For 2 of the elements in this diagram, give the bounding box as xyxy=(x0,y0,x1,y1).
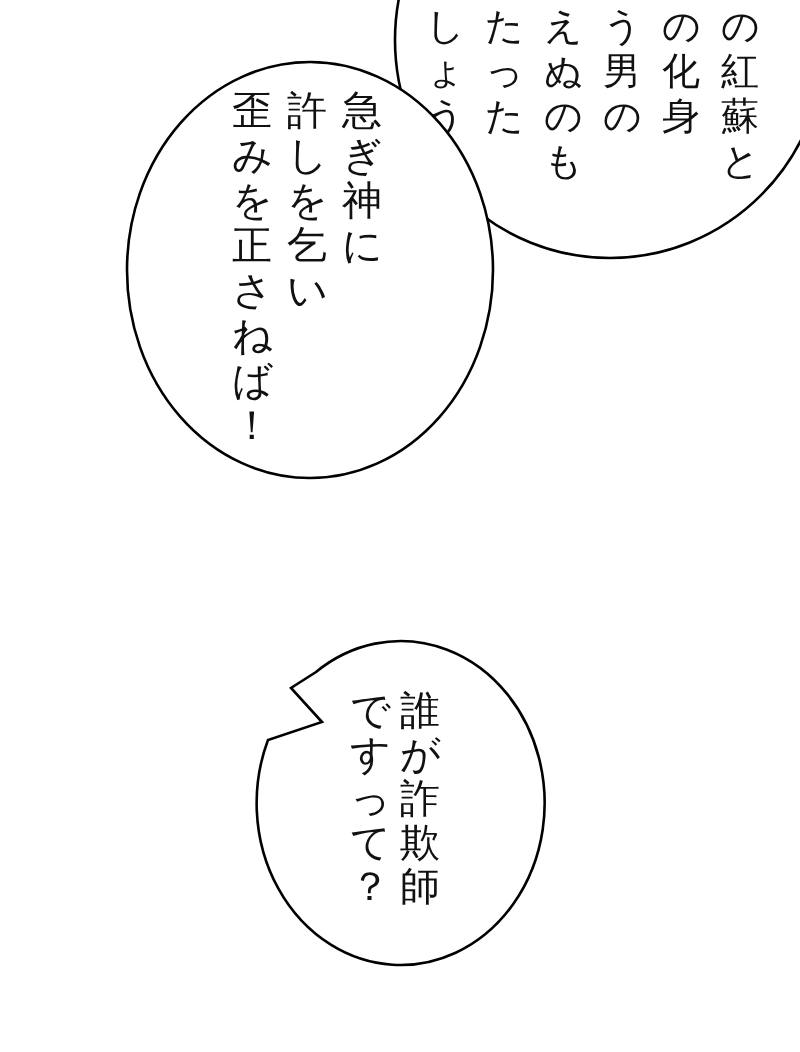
speech-text: 急ぎ神に許しを乞い歪みを正さねば！ xyxy=(232,88,382,448)
speech-text: 誰が詐欺師ですって？ xyxy=(350,688,440,908)
